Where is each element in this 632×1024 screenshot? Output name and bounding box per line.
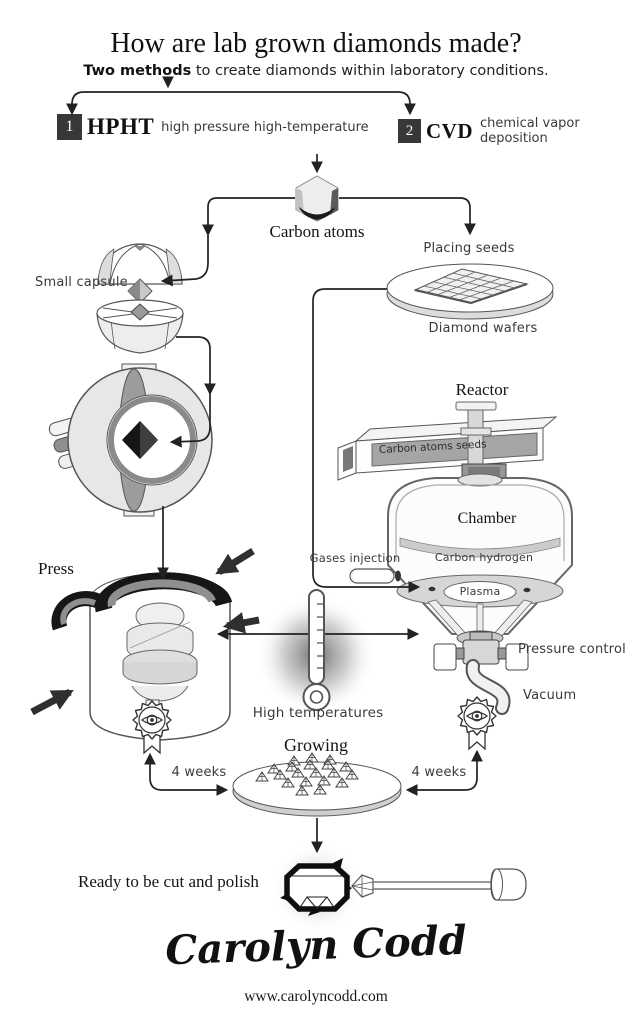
subtitle-rest: to create diamonds within laboratory con… <box>191 63 549 79</box>
method-number-badge: 2 <box>398 119 421 143</box>
method-number-badge: 1 <box>57 114 82 140</box>
pressure-control-valve-drawing <box>433 631 529 671</box>
vacuum-tube-drawing <box>465 659 511 715</box>
gases-injection-label: Gases injection <box>309 551 401 565</box>
vacuum-label: Vacuum <box>523 688 577 703</box>
thermometer-icon <box>302 589 331 711</box>
capsule-cross-section-drawing <box>48 363 213 517</box>
gas-injection-pipe <box>349 568 395 584</box>
method-description: high pressure high-temperature <box>161 119 369 135</box>
seal-icon <box>457 696 497 750</box>
polishing-tool-drawing <box>351 868 527 901</box>
weeks-left-label: 4 weeks <box>171 765 227 780</box>
diamond-wafers-disc-drawing <box>386 263 554 320</box>
method-hpht: 1 HPHT high pressure high-temperature <box>57 114 369 140</box>
method-description: chemical vapor deposition <box>480 116 580 146</box>
plasma-label: Plasma <box>459 585 501 598</box>
high-temperatures-label: High temperatures <box>252 705 384 721</box>
chamber-drawing <box>349 473 573 646</box>
method-abbr: CVD <box>426 118 473 143</box>
method-abbr: HPHT <box>87 114 155 139</box>
small-capsule-drawing <box>96 243 184 354</box>
carbon-atoms-label: Carbon atoms <box>269 222 365 241</box>
pressure-arrow <box>30 688 74 716</box>
pressure-arrow <box>222 612 260 634</box>
diamond-wafers-label: Diamond wafers <box>428 321 538 336</box>
website-url: www.carolyncodd.com <box>244 988 388 1005</box>
placing-seeds-label: Placing seeds <box>423 241 515 256</box>
pressure-arrow <box>215 548 255 575</box>
growing-disc-drawing <box>232 752 402 817</box>
press-label: Press <box>38 559 74 578</box>
carbon-hydrogen-label: Carbon hydrogen <box>434 551 534 564</box>
method-cvd: 2 CVD chemical vapor deposition <box>398 116 632 146</box>
rough-diamond-drawing <box>280 858 352 916</box>
ready-label: Ready to be cut and polish <box>78 872 259 891</box>
subtitle-emphasis: Two methods <box>83 63 192 79</box>
reactor-label: Reactor <box>455 380 509 399</box>
page-subtitle: Two methods to create diamonds within la… <box>83 63 548 79</box>
wafer-grid <box>423 271 516 301</box>
chamber-label: Chamber <box>457 510 517 527</box>
pressure-control-label: Pressure control <box>518 642 626 657</box>
carbon-atom-icon <box>295 175 339 222</box>
weeks-right-label: 4 weeks <box>411 765 467 780</box>
growing-label: Growing <box>284 735 348 755</box>
page-title: How are lab grown diamonds made? <box>110 28 522 59</box>
press-drawing <box>30 548 260 741</box>
small-capsule-label: Small capsule <box>35 275 128 290</box>
